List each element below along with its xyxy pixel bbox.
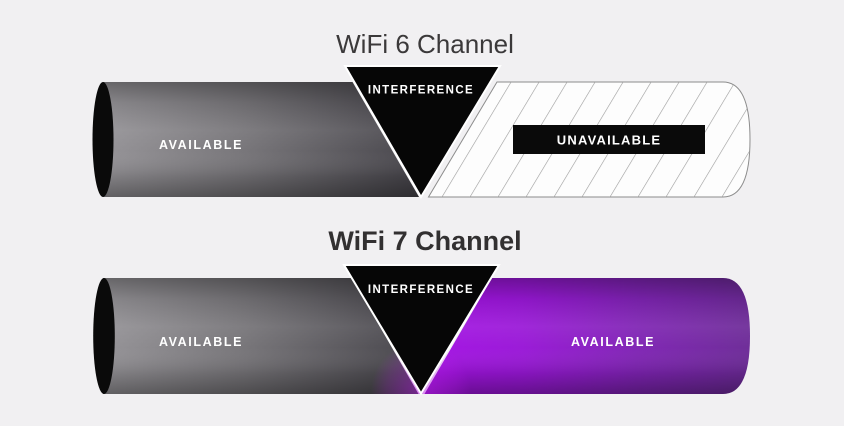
wifi7-available-left-shading: [103, 278, 419, 394]
wifi7-title: WiFi 7 Channel: [328, 226, 521, 256]
wifi6-unavailable-badge: [513, 125, 705, 154]
wifi6-interference-triangle: [343, 65, 502, 199]
wifi6-available-label: AVAILABLE: [159, 138, 243, 152]
wifi7-pipe-end-cap: [93, 278, 115, 394]
wifi6-pipe-end-cap: [92, 82, 114, 197]
wifi7-available-right-label: AVAILABLE: [571, 335, 655, 349]
wifi7-interference-triangle: [342, 264, 501, 396]
wifi7-available-left-label: AVAILABLE: [159, 335, 243, 349]
wifi6-interference-label: INTERFERENCE: [368, 85, 474, 97]
wifi6-available-segment-shading: [103, 82, 419, 197]
wifi6-title: WiFi 6 Channel: [336, 29, 514, 59]
wifi7-available-right-shading: [424, 278, 750, 394]
wifi7-interference-label: INTERFERENCE: [368, 284, 474, 296]
wifi6-unavailable-label: UNAVAILABLE: [557, 133, 661, 148]
wifi7-diagram: WiFi 7 Channel INTERFERENCE AVAILABLE AV…: [93, 226, 750, 396]
wifi6-diagram: WiFi 6 Channel INTERFERENCE AVAILABLE UN…: [92, 29, 751, 199]
